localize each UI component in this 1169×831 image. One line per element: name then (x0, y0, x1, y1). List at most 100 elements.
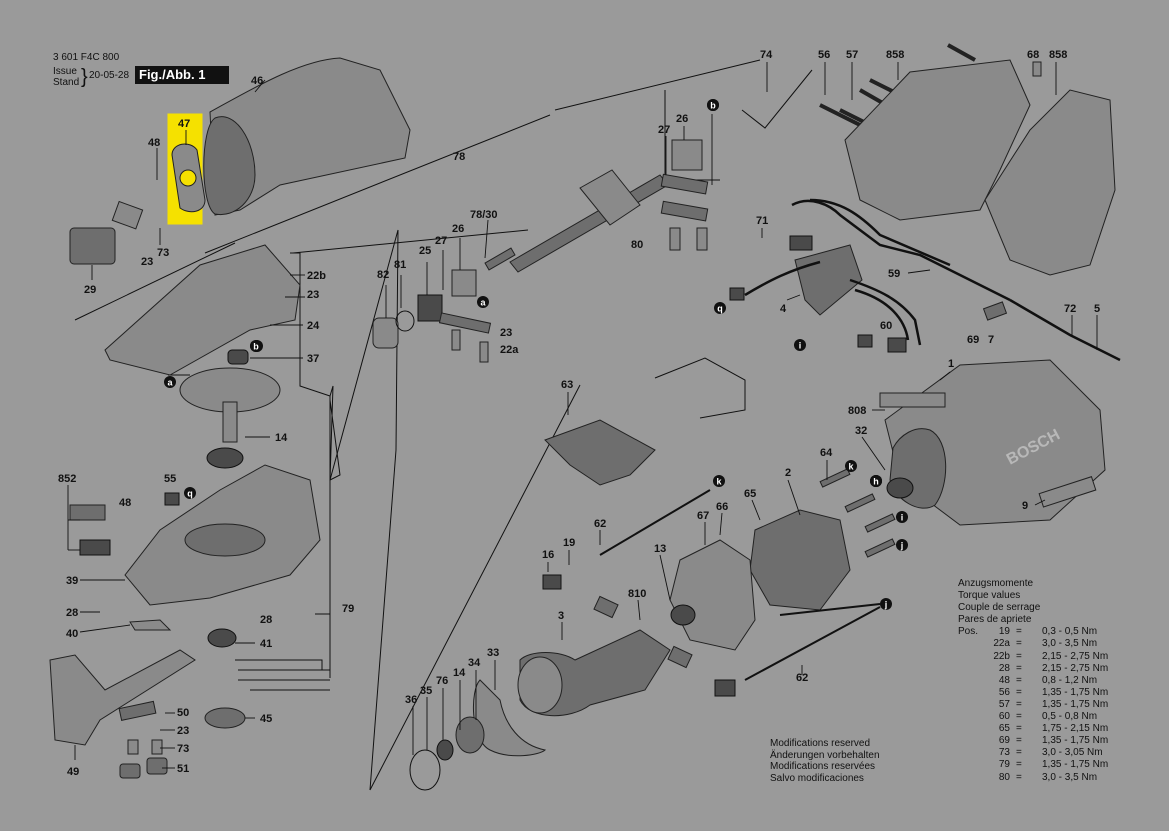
torque-eq: = (1016, 698, 1022, 710)
connector-marker-a: a (164, 376, 176, 388)
torque-pos-label (958, 638, 980, 650)
callout-13: 13 (654, 543, 666, 555)
callout-4: 4 (780, 303, 787, 315)
callout-63: 63 (561, 379, 573, 391)
torque-pos-label (958, 747, 980, 759)
modifications-fr: Modifications reservées (770, 761, 876, 772)
torque-pos: 57 (998, 698, 1010, 710)
torque-row: 65=1,75 - 2,15 Nm (958, 723, 1108, 735)
torque-value: 1,35 - 1,75 Nm (1042, 698, 1109, 710)
connector-marker-b: b (707, 99, 719, 111)
callout-3: 3 (558, 610, 564, 622)
torque-value: 0,8 - 1,2 Nm (1042, 674, 1098, 686)
callout-32: 32 (855, 425, 867, 437)
callout-19: 19 (563, 537, 575, 549)
callout-37: 37 (307, 353, 319, 365)
torque-row: 57 = 1,35 - 1,75 Nm (958, 699, 1108, 711)
callout-24: 24 (307, 320, 320, 332)
callout-5: 5 (1094, 303, 1100, 315)
torque-pos: 28 (998, 662, 1010, 674)
callout-48: 48 (148, 137, 160, 149)
callout-858: 858 (886, 49, 904, 61)
connector-letter: k (848, 462, 854, 472)
callout-23: 23 (307, 289, 319, 301)
torque-eq: = (1016, 662, 1022, 674)
connector-letter: k (716, 477, 722, 487)
torque-row: 80=3,0 - 3,5 Nm (958, 772, 1108, 784)
callout-67: 67 (697, 510, 709, 522)
torque-pos-label: Pos. (958, 626, 979, 638)
callout-80: 80 (631, 239, 643, 251)
callout-51: 51 (177, 763, 189, 775)
connector-marker-k: k (713, 475, 725, 487)
torque-pos: 22a (993, 638, 1010, 650)
torque-title-de: Anzugsmomente (958, 578, 1034, 589)
callout-1: 1 (948, 358, 954, 370)
torque-eq: = (1016, 674, 1022, 686)
connector-markers: abababqiqkhijkhjbh (164, 99, 908, 610)
modifications-de: Änderungen vorbehalten (770, 749, 880, 761)
group-boundaries (74, 59, 761, 791)
callout-57: 57 (846, 49, 858, 61)
callout-69: 69 (967, 334, 979, 346)
connector-letter: h (873, 477, 879, 487)
connector-letter: q (187, 489, 193, 499)
figure-label: Fig./Abb. 1 (135, 66, 229, 84)
connector-marker-j: j (896, 539, 908, 551)
shoe-shape (49, 649, 196, 746)
callout-14: 14 (275, 432, 288, 444)
torque-table: Anzugsmomente Torque values Couple de se… (958, 578, 1108, 784)
torque-row: 48 = 0,8 - 1,2 Nm (958, 675, 1108, 687)
callout-labels: 46 47 48 73 23 29 78 78/30 22b 23 24 37 … (58, 49, 1100, 778)
front-grip-sleeve-shape (209, 57, 411, 216)
callout-73: 73 (157, 247, 169, 259)
handle-half-right-shape (984, 89, 1116, 276)
torque-pos: 69 (998, 735, 1010, 747)
torque-value: 1,35 - 1,75 Nm (1042, 735, 1109, 747)
torque-eq: = (1016, 759, 1022, 771)
torque-pos: 65 (998, 723, 1010, 735)
stand-label: Stand (53, 77, 80, 88)
callout-2: 2 (785, 467, 791, 479)
callout-66: 66 (716, 501, 728, 513)
torque-eq: = (1016, 638, 1022, 650)
callout-55: 55 (164, 473, 176, 485)
callout-50: 50 (177, 707, 189, 719)
torque-pos-label (958, 723, 980, 735)
callout-73: 73 (177, 743, 189, 755)
torque-eq: = (1016, 686, 1022, 698)
torque-pos: 73 (998, 747, 1010, 759)
torque-row: 28=2,15 - 2,75 Nm (958, 663, 1108, 675)
callout-14: 14 (453, 667, 466, 679)
torque-row: 79=1,35 - 1,75 Nm (958, 759, 1108, 771)
callout-76: 76 (436, 675, 448, 687)
torque-value: 2,15 - 2,75 Nm (1042, 650, 1109, 662)
connector-letter: j (900, 541, 904, 551)
torque-value: 1,35 - 1,75 Nm (1042, 686, 1109, 698)
connector-marker-q: q (714, 302, 726, 314)
callout-22b: 22b (307, 270, 326, 282)
modifications-en: Modifications reserved (770, 738, 871, 749)
connector-letter: a (480, 298, 486, 308)
torque-value: 0,3 - 0,5 Nm (1042, 626, 1098, 638)
issue-label: Issue (53, 66, 77, 77)
callout-858: 858 (1049, 49, 1067, 61)
callout-16: 16 (542, 549, 554, 561)
callout-22a: 22a (500, 344, 519, 356)
callout-23: 23 (141, 256, 153, 268)
part-shapes (49, 43, 1121, 791)
torque-pos: 48 (998, 674, 1010, 686)
callout-82: 82 (377, 269, 389, 281)
callout-28: 28 (66, 607, 78, 619)
callout-49: 49 (67, 766, 79, 778)
callout-62: 62 (594, 518, 606, 530)
torque-eq: = (1016, 771, 1022, 783)
torque-pos-label (958, 663, 980, 675)
torque-pos-label (958, 651, 980, 663)
callout-26: 26 (452, 223, 464, 235)
torque-value: 0,5 - 0,8 Nm (1042, 711, 1098, 723)
torque-eq: = (1016, 650, 1022, 662)
handle-half-left-shape (844, 59, 1031, 221)
